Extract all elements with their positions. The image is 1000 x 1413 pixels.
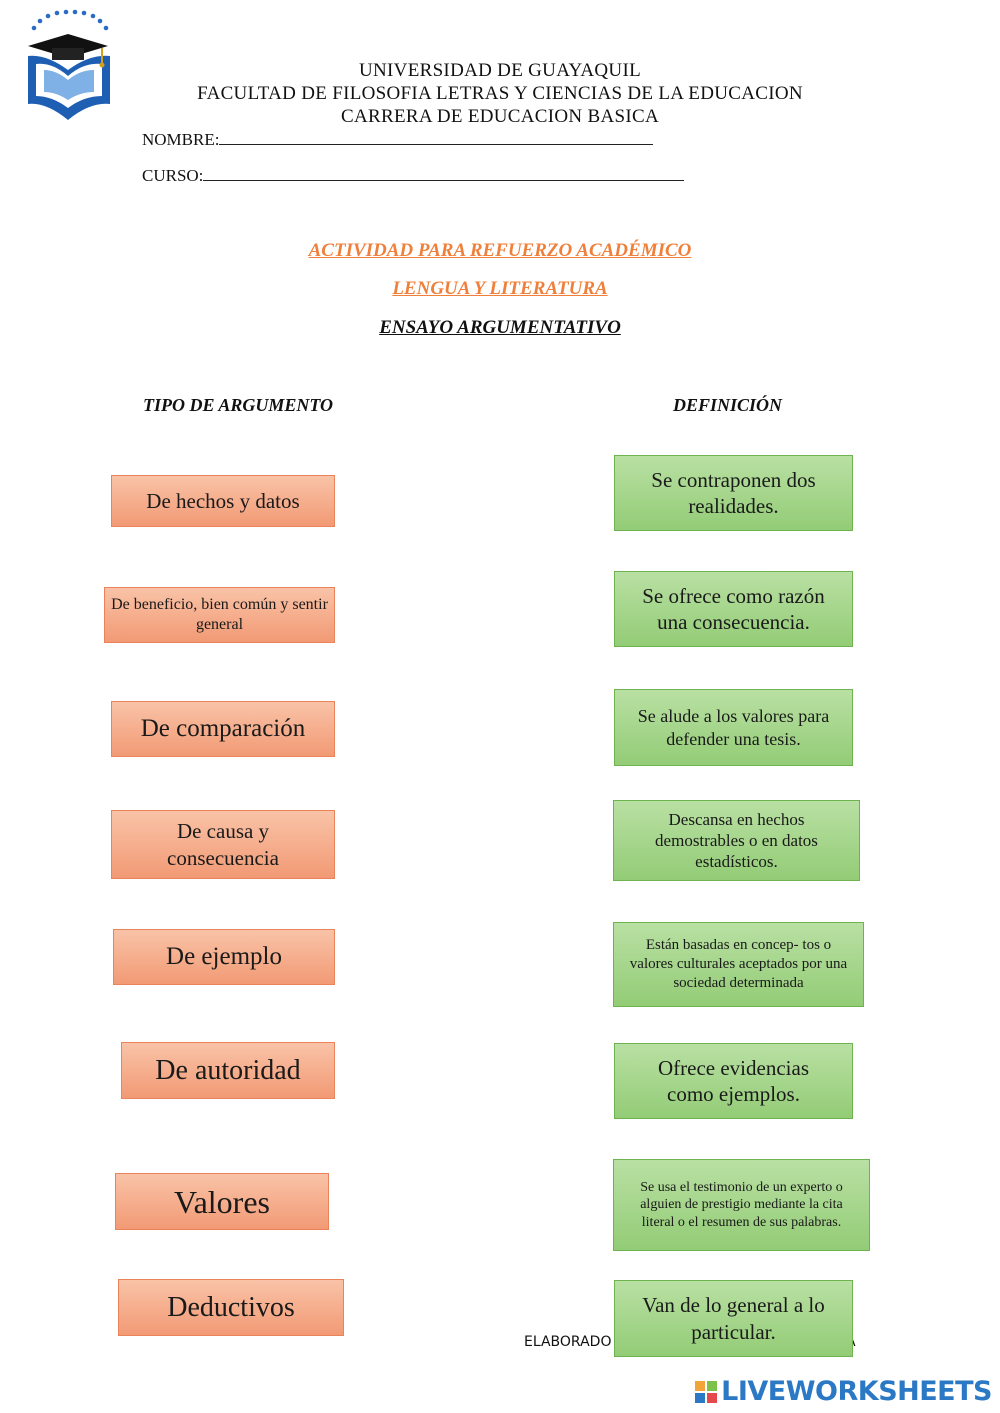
- definicion-card[interactable]: Ofrece evidencias como ejemplos.: [614, 1043, 853, 1119]
- definicion-card[interactable]: Descansa en hechos demostrables o en dat…: [613, 800, 860, 881]
- definicion-card[interactable]: Se contraponen dos realidades.: [614, 455, 853, 531]
- activity-title: ACTIVIDAD PARA REFUERZO ACADÉMICO: [308, 240, 692, 261]
- tipo-card[interactable]: De ejemplo: [113, 929, 335, 985]
- definicion-card[interactable]: Se alude a los valores para defender una…: [614, 689, 853, 766]
- liveworksheets-wordmark: LIVEWORKSHEETS: [721, 1376, 992, 1407]
- nombre-label: NOMBRE:: [142, 130, 220, 149]
- definicion-card[interactable]: Se ofrece como razón una consecuencia.: [614, 571, 853, 647]
- liveworksheets-logo-icon: [695, 1380, 718, 1403]
- curso-line[interactable]: [203, 166, 685, 181]
- nombre-line[interactable]: [219, 130, 654, 145]
- topic-title: ENSAYO ARGUMENTATIVO: [379, 317, 621, 338]
- career-name: CARRERA DE EDUCACION BASICA: [341, 106, 659, 127]
- footer-elaborado: ELABORADO: [524, 1334, 612, 1350]
- column-header-tipo: TIPO DE ARGUMENTO: [143, 395, 334, 415]
- faculty-name: FACULTAD DE FILOSOFIA LETRAS Y CIENCIAS …: [197, 83, 803, 104]
- subject-title: LENGUA Y LITERATURA: [392, 278, 608, 299]
- tipo-card[interactable]: De comparación: [111, 701, 335, 757]
- university-name: UNIVERSIDAD DE GUAYAQUIL: [359, 60, 641, 81]
- definicion-card[interactable]: Se usa el testimonio de un experto o alg…: [613, 1159, 870, 1251]
- tipo-card[interactable]: De causa y consecuencia: [111, 810, 335, 879]
- tipo-card[interactable]: Deductivos: [118, 1279, 344, 1336]
- university-logo: [22, 8, 116, 128]
- tipo-card[interactable]: Valores: [115, 1173, 329, 1230]
- tipo-card[interactable]: De hechos y datos: [111, 475, 335, 527]
- curso-label: CURSO:: [142, 166, 204, 185]
- nombre-field[interactable]: NOMBRE:: [142, 130, 654, 150]
- definicion-card[interactable]: Están basadas en concep- tos o valores c…: [613, 922, 864, 1007]
- column-header-definicion: DEFINICIÓN: [673, 395, 783, 415]
- definicion-card[interactable]: Van de lo general a lo particular.: [614, 1280, 853, 1357]
- tipo-card[interactable]: De autoridad: [121, 1042, 335, 1099]
- curso-field[interactable]: CURSO:: [142, 166, 685, 186]
- liveworksheets-brand[interactable]: LIVEWORKSHEETS: [695, 1376, 992, 1407]
- tipo-card[interactable]: De beneficio, bien común y sentir genera…: [104, 587, 335, 643]
